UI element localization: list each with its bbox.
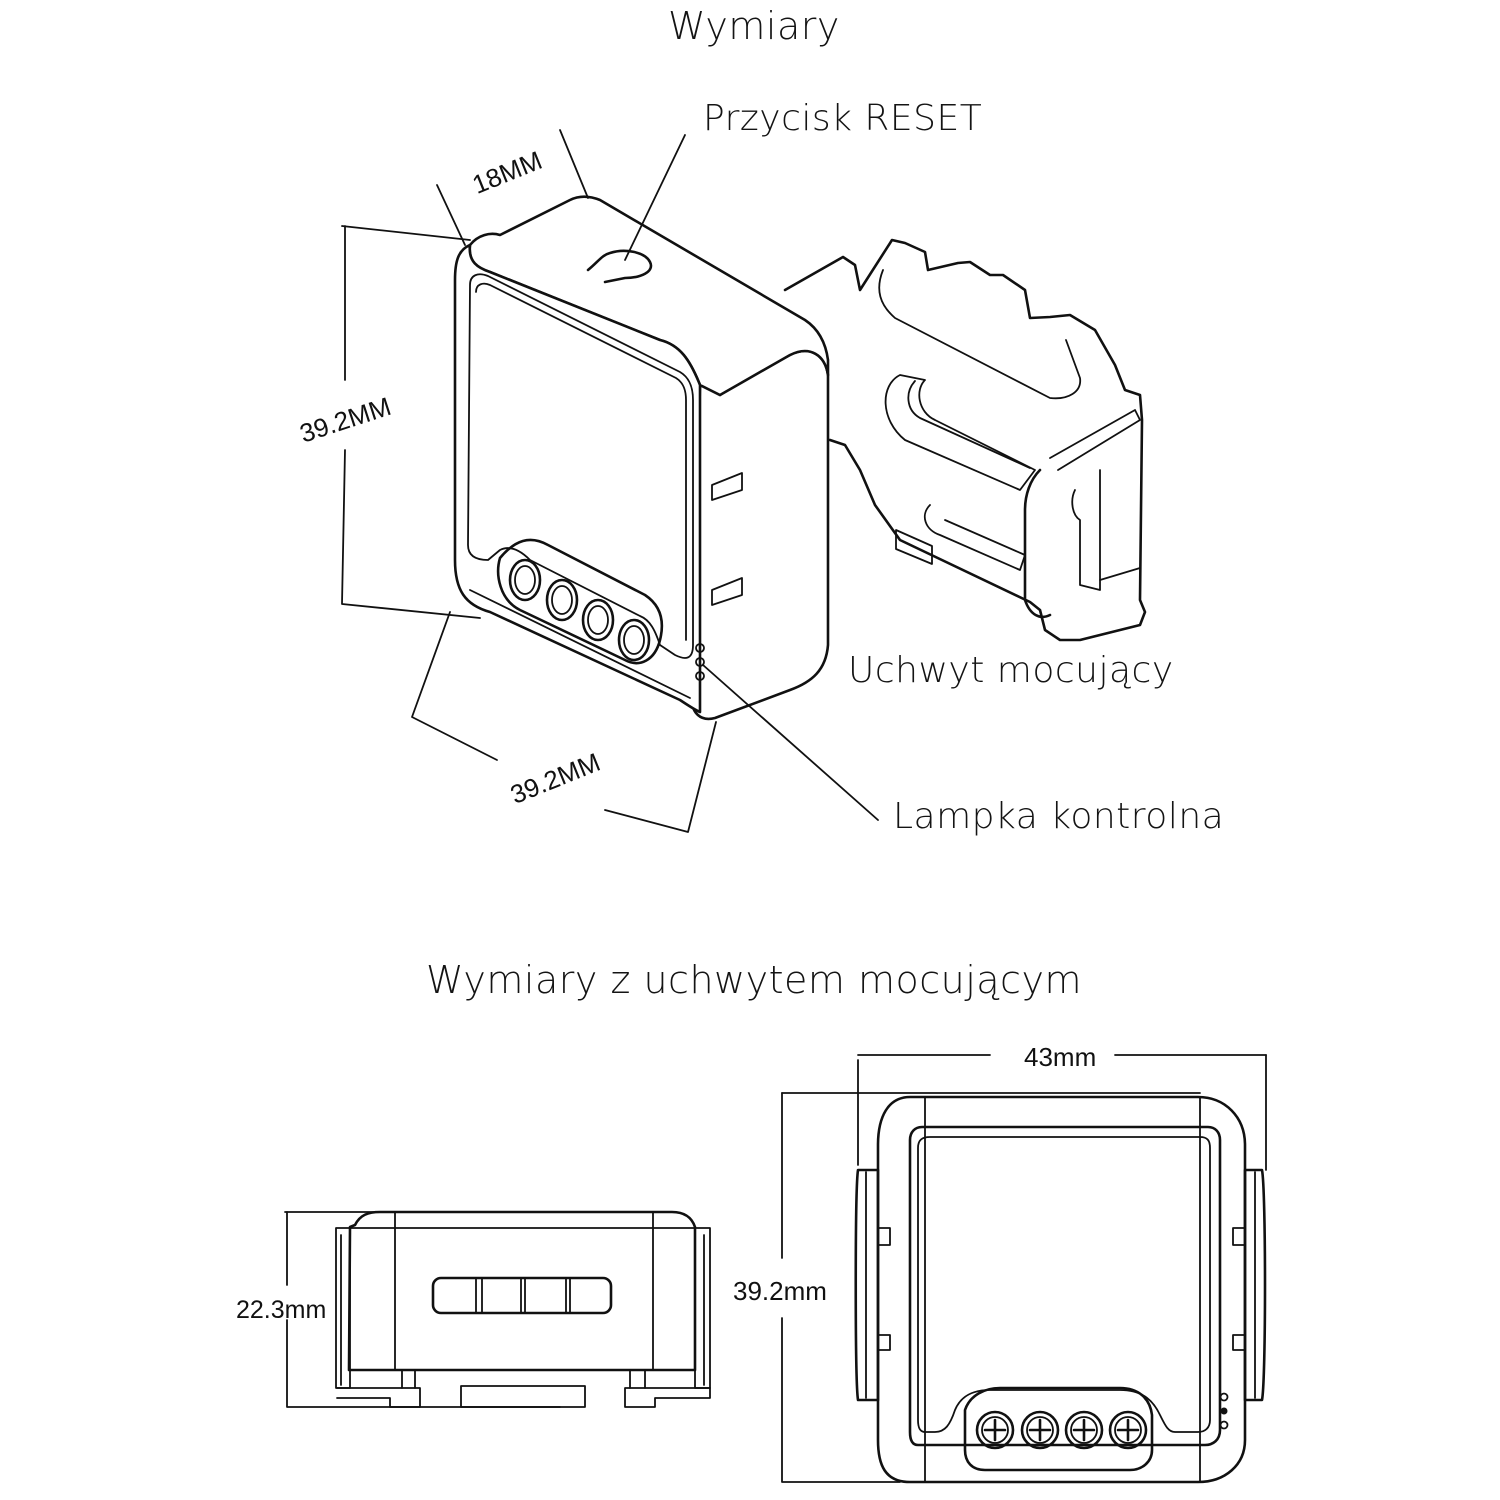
indicator-leds xyxy=(695,643,705,681)
dim-front-height: 39.2mm xyxy=(733,1276,827,1306)
front-view-device xyxy=(781,1054,1267,1484)
callout-indicator-light: Lampka kontrolna xyxy=(893,796,1225,837)
side-view-device xyxy=(284,1210,711,1408)
front-terminal-screws xyxy=(975,1410,1148,1450)
iso-dimension-lines xyxy=(341,129,717,833)
callout-reset-button: Przycisk RESET xyxy=(703,98,983,139)
reset-button-icon xyxy=(586,249,653,284)
leader-indicator xyxy=(702,664,879,821)
section-title-dimensions-with-bracket: Wymiary z uchwytem mocującym xyxy=(426,958,1082,1002)
device-body-right-face xyxy=(690,349,830,721)
section-title-dimensions: Wymiary xyxy=(668,4,840,48)
dim-side-height: 22.3mm xyxy=(236,1296,327,1324)
mounting-bracket xyxy=(783,238,1147,642)
front-indicator-leds xyxy=(1219,1392,1229,1430)
leader-reset xyxy=(624,134,686,261)
dim-front-width: 43mm xyxy=(1024,1042,1097,1072)
callout-mounting-bracket: Uchwyt mocujący xyxy=(848,650,1174,691)
terminal-screws xyxy=(508,558,651,662)
isometric-device xyxy=(453,195,1147,721)
